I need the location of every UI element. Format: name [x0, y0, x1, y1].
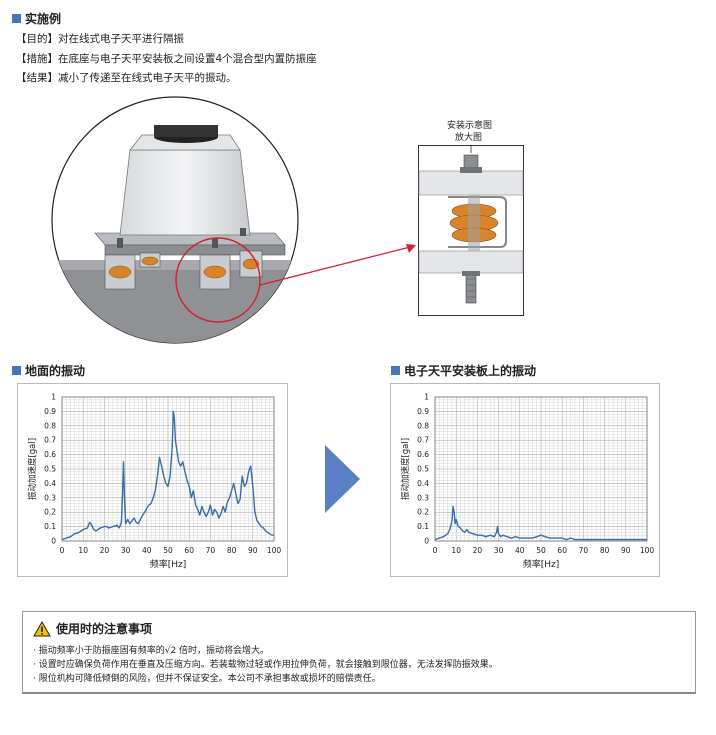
y-tick-label: 1: [51, 393, 56, 402]
y-tick-label: 0: [51, 537, 56, 546]
y-tick-label: 0.2: [417, 508, 429, 517]
y-tick-label: 0.1: [417, 522, 429, 531]
x-axis-label: 频率[Hz]: [523, 558, 560, 570]
notes-box: 使用时的注意事项 · 振动频率小于防振座固有频率的√2 倍时，振动将会增大。 ·…: [22, 611, 696, 694]
y-tick-label: 1: [424, 393, 429, 402]
notes-header: 使用时的注意事项: [33, 620, 152, 637]
x-tick-label: 60: [184, 546, 194, 555]
y-tick-label: 0: [424, 537, 429, 546]
diagram-label-line1: 安装示意图: [447, 121, 493, 131]
y-tick-label: 0.5: [44, 465, 56, 474]
x-axis-label: 频率[Hz]: [150, 558, 187, 570]
x-tick-label: 70: [206, 546, 216, 555]
comparison-arrow-icon: [325, 445, 360, 513]
x-tick-label: 80: [600, 546, 610, 555]
plot-area-border: [434, 396, 648, 542]
x-tick-label: 0: [433, 546, 438, 555]
x-tick-label: 90: [621, 546, 631, 555]
y-tick-label: 0.7: [44, 436, 56, 445]
section-title-text: 实施例: [25, 12, 62, 26]
y-tick-label: 0.1: [44, 522, 56, 531]
x-tick-label: 30: [121, 546, 131, 555]
chart1-panel: 0 10 20 30 40 50 60 70 80 90 100 0 0.1 0.2 0.3 0.4 0.5 0.…: [17, 383, 288, 577]
y-tick-label: 0.3: [44, 493, 56, 502]
notes-title: 使用时的注意事项: [56, 622, 153, 636]
note-item-1: · 振动频率小于防振座固有频率的√2 倍时，振动将会增大。: [33, 646, 270, 656]
x-tick-label: 10: [78, 546, 88, 555]
y-tick-label: 0.4: [417, 479, 429, 488]
y-tick-label: 0.6: [44, 450, 56, 459]
square-bullet-icon: [391, 366, 400, 375]
intro-result: 【结果】减小了传递至在线式电子天平的振动。: [16, 72, 237, 84]
plot-area-border: [61, 396, 275, 542]
x-tick-label: 90: [248, 546, 258, 555]
diagram-label-line2: 放大图: [455, 133, 483, 143]
y-axis-label: 振动加速度[gal]: [27, 438, 38, 500]
x-tick-label: 10: [451, 546, 461, 555]
x-tick-label: 100: [267, 546, 282, 555]
y-tick-label: 0.8: [417, 421, 429, 430]
x-tick-label: 80: [227, 546, 237, 555]
series-line: [61, 410, 274, 541]
y-axis-label: 振动加速度[gal]: [400, 438, 411, 500]
section-title: 实施例: [12, 10, 61, 27]
warning-icon: [33, 620, 51, 636]
x-tick-label: 50: [536, 546, 546, 555]
x-tick-label: 50: [163, 546, 173, 555]
chart2-panel: 0 10 20 30 40 50 60 70 80 90 100 0 0.1 0.2 0.3 0.4 0.5 0.…: [390, 383, 660, 577]
square-bullet-icon: [12, 366, 21, 375]
x-tick-label: 40: [142, 546, 152, 555]
callout-arrow: [259, 244, 416, 286]
y-tick-label: 0.2: [44, 508, 56, 517]
y-tick-label: 0.3: [417, 493, 429, 502]
x-tick-label: 0: [60, 546, 65, 555]
y-tick-label: 0.5: [417, 465, 429, 474]
x-tick-label: 20: [473, 546, 483, 555]
series-line: [434, 505, 647, 541]
y-tick-label: 0.4: [44, 479, 56, 488]
y-tick-label: 0.9: [417, 407, 429, 416]
x-tick-label: 40: [515, 546, 525, 555]
note-item-2: · 设置时应确保负荷作用在垂直及压缩方向。若装载物过轻或作用拉伸负荷，就会接触到…: [33, 660, 498, 670]
y-tick-label: 0.8: [44, 421, 56, 430]
chart2-header: 电子天平安装板上的振动: [391, 362, 536, 379]
x-tick-label: 60: [557, 546, 567, 555]
x-tick-label: 30: [494, 546, 504, 555]
x-tick-label: 70: [579, 546, 589, 555]
y-tick-label: 0.9: [44, 407, 56, 416]
x-tick-label: 20: [100, 546, 110, 555]
chart2-svg: 0 10 20 30 40 50 60 70 80 90 100 0 0.1 0.2 0.3 0.4 0.5 0.…: [400, 393, 655, 571]
intro-purpose: 【目的】对在线式电子天平进行隔振: [16, 33, 184, 45]
chart1-header: 地面的振动: [12, 362, 85, 379]
y-tick-label: 0.6: [417, 450, 429, 459]
chart1-title: 地面的振动: [25, 364, 86, 378]
balance-installation-illustration: [51, 96, 299, 344]
mount-enlarged-diagram: [418, 145, 524, 316]
x-tick-label: 100: [640, 546, 655, 555]
y-tick-label: 0.7: [417, 436, 429, 445]
square-bullet-icon: [12, 14, 21, 23]
chart2-title: 电子天平安装板上的振动: [404, 364, 537, 378]
intro-measure: 【措施】在底座与电子天平安装板之间设置4个混合型内置防振座: [16, 53, 317, 65]
note-item-3: · 限位机构可降低倾倒的风险，但并不保证安全。本公司不承担事故或损坏的赔偿责任。: [33, 674, 381, 684]
chart1-svg: 0 10 20 30 40 50 60 70 80 90 100 0 0.1 0.2 0.3 0.4 0.5 0.…: [27, 393, 282, 571]
